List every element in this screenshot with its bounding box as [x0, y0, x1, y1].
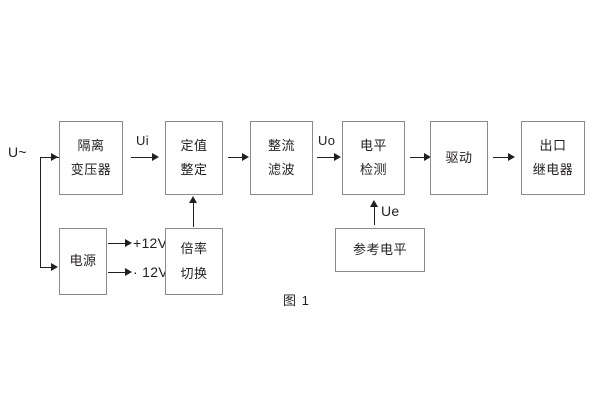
- arrow-rail-positive: [125, 239, 132, 247]
- arrow-reference-to-level: [370, 200, 378, 207]
- block-ratio-switching-line2: 切换: [180, 265, 208, 281]
- line-rectifier-to-level: [317, 157, 335, 158]
- branch-line-to-power-supply: [40, 267, 52, 268]
- arrow-level-to-driver: [424, 153, 431, 161]
- line-rail-negative: [108, 272, 126, 273]
- line-level-to-driver: [410, 157, 425, 158]
- block-isolation-transformer-line1: 隔离: [77, 137, 105, 153]
- ui-signal-label: Ui: [136, 133, 149, 148]
- block-output-relay-line2: 继电器: [532, 162, 574, 177]
- ue-signal-label: Ue: [381, 203, 400, 219]
- block-rectifier-filter[interactable]: 整流 滤波: [250, 121, 313, 195]
- arrow-transformer-to-setting: [152, 153, 159, 161]
- block-output-relay-line1: 出口: [539, 137, 567, 153]
- line-driver-to-relay: [493, 157, 509, 158]
- block-reference-level[interactable]: 参考电平: [335, 228, 425, 272]
- input-bus-vertical-line: [40, 157, 41, 267]
- block-isolation-transformer[interactable]: 隔离 变压器: [59, 121, 123, 195]
- block-driver-line1: 驱动: [445, 149, 473, 165]
- arrow-to-transformer: [51, 153, 58, 161]
- line-setting-to-rectifier: [228, 157, 243, 158]
- block-level-detection-line1: 电平: [359, 137, 387, 153]
- line-rail-positive: [108, 243, 126, 244]
- arrow-rectifier-to-level: [334, 153, 341, 161]
- block-rectifier-filter-line2: 滤波: [267, 162, 295, 177]
- block-driver[interactable]: 驱动: [430, 121, 488, 195]
- block-setting-value-line2: 整定: [180, 162, 208, 177]
- branch-line-to-transformer: [40, 157, 52, 158]
- arrow-to-power-supply: [51, 263, 58, 271]
- block-level-detection[interactable]: 电平 检测: [342, 121, 405, 195]
- figure-caption: 图 1: [283, 293, 310, 308]
- arrow-driver-to-relay: [508, 153, 515, 161]
- line-reference-to-level: [374, 207, 375, 225]
- uo-signal-label: Uo: [318, 133, 336, 148]
- block-rectifier-filter-line1: 整流: [267, 137, 295, 153]
- block-level-detection-line2: 检测: [359, 162, 387, 177]
- block-setting-value-line1: 定值: [180, 137, 208, 153]
- block-ratio-switching-line1: 倍率: [180, 241, 208, 257]
- block-power-supply[interactable]: 电源: [59, 228, 107, 295]
- line-ratio-to-setting: [193, 203, 194, 227]
- block-isolation-transformer-line2: 变压器: [70, 162, 112, 177]
- arrow-ratio-to-setting: [189, 196, 197, 203]
- rail-negative-label: · 12V: [133, 264, 168, 280]
- block-setting-value[interactable]: 定值 整定: [165, 121, 223, 195]
- block-ratio-switching[interactable]: 倍率 切换: [165, 228, 223, 295]
- input-signal-label: U~: [8, 144, 27, 160]
- block-power-supply-line1: 电源: [69, 253, 97, 269]
- block-output-relay[interactable]: 出口 继电器: [521, 121, 585, 195]
- arrow-rail-negative: [125, 268, 132, 276]
- line-transformer-to-setting: [131, 157, 153, 158]
- arrow-setting-to-rectifier: [242, 153, 249, 161]
- block-reference-level-line1: 参考电平: [352, 241, 407, 257]
- rail-positive-label: +12V: [133, 235, 168, 251]
